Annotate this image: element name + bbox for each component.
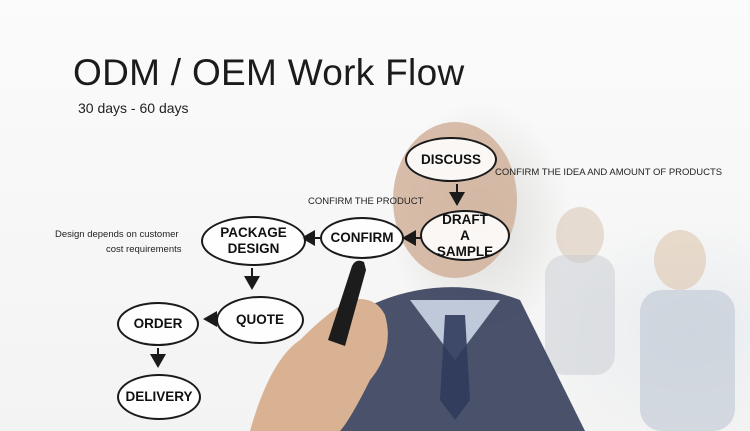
step-discuss: DISCUSS: [405, 137, 497, 182]
step-draft-sample: DRAFT A SAMPLE: [420, 210, 510, 261]
step-delivery: DELIVERY: [117, 374, 201, 420]
page-subtitle: 30 days - 60 days: [78, 100, 189, 116]
note-confirm-product: CONFIRM THE PRODUCT: [308, 196, 424, 207]
step-package-design: PACKAGE DESIGN: [201, 216, 306, 266]
step-confirm: CONFIRM: [320, 217, 404, 259]
note-design-depends-line1: Design depends on customer: [55, 229, 179, 240]
step-quote: QUOTE: [216, 296, 304, 344]
note-design-depends-line2: cost requirements: [106, 244, 182, 255]
note-confirm-idea: CONFIRM THE IDEA AND AMOUNT OF PRODUCTS: [495, 167, 723, 178]
page-title: ODM / OEM Work Flow: [73, 52, 465, 93]
step-order: ORDER: [117, 302, 199, 346]
